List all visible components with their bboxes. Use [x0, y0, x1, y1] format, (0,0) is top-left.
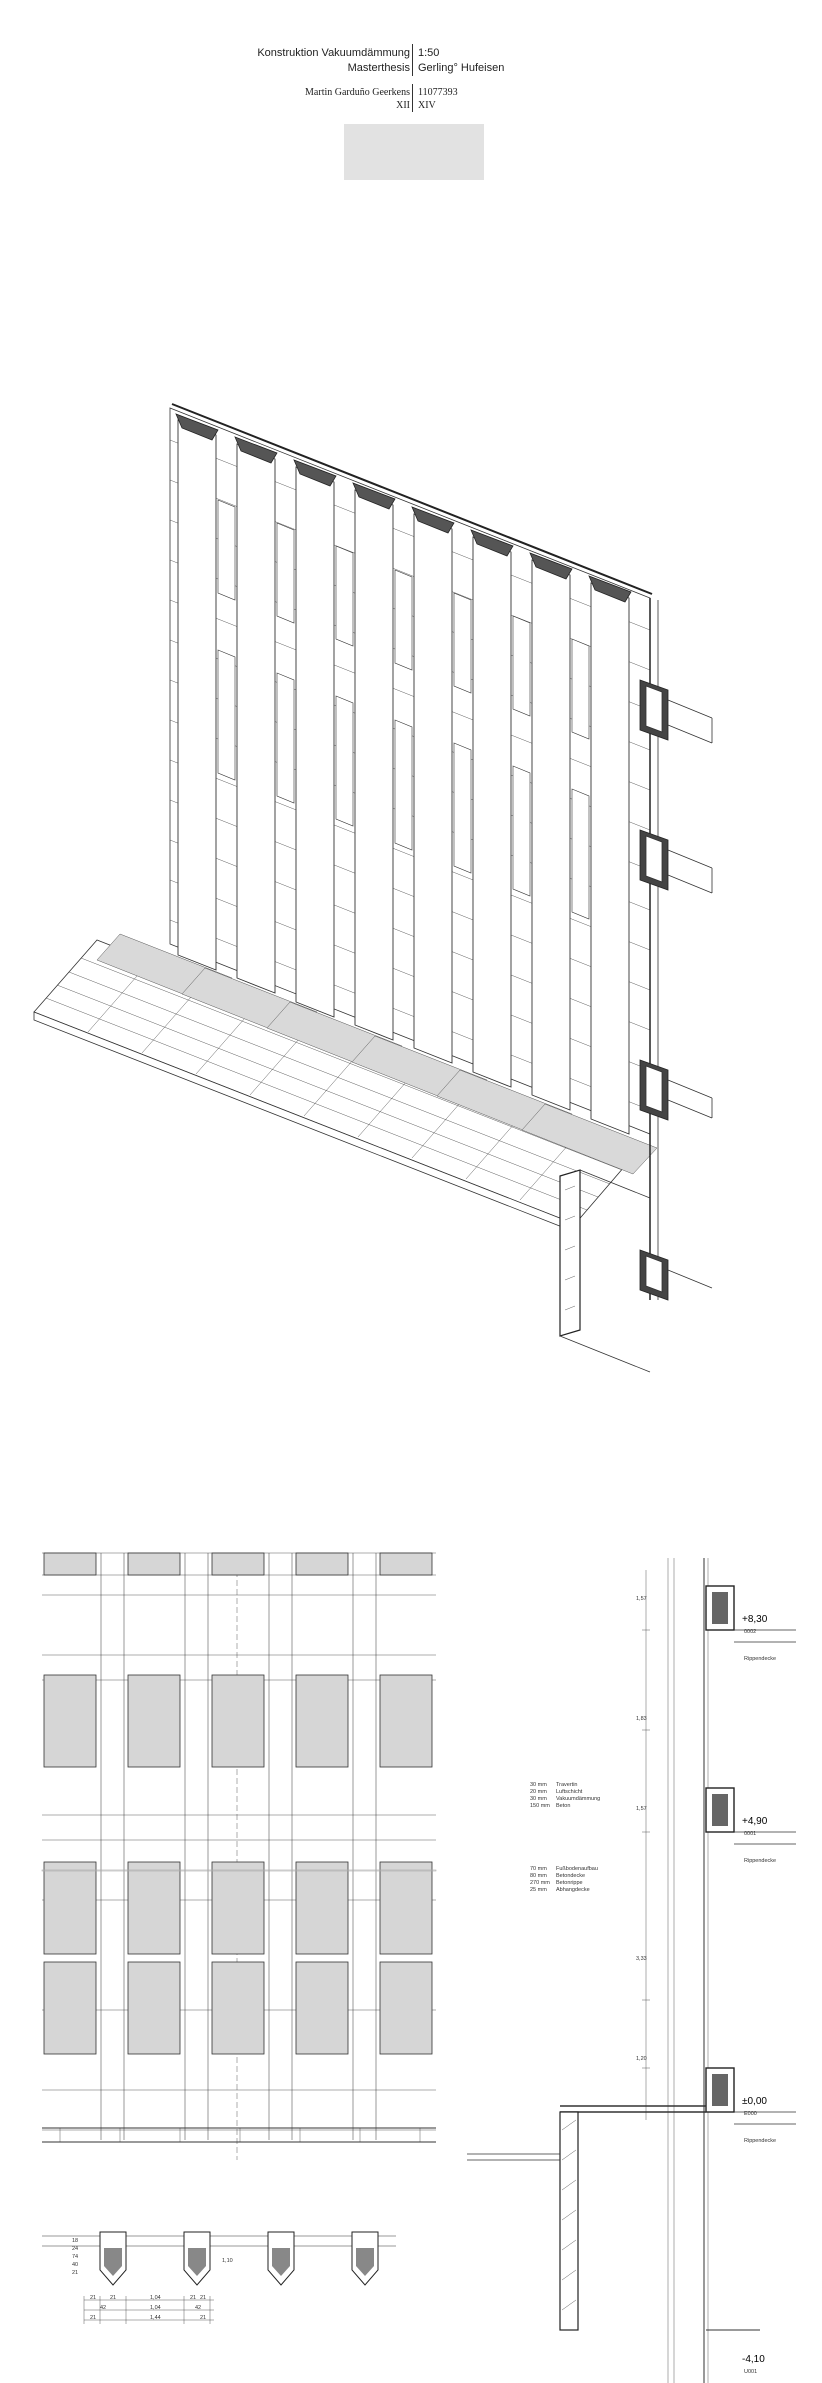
svg-text:21: 21 — [110, 2295, 116, 2301]
svg-text:21: 21 — [72, 2270, 78, 2276]
axo-section-cut — [639, 598, 713, 1301]
wall-section — [467, 1558, 796, 2383]
level-code: 0001 — [744, 1831, 756, 1837]
svg-text:40: 40 — [72, 2262, 78, 2268]
facade-windows — [217, 499, 590, 920]
svg-text:1,44: 1,44 — [150, 2315, 161, 2321]
svg-text:74: 74 — [72, 2254, 78, 2260]
svg-text:42: 42 — [195, 2305, 201, 2311]
svg-text:25 mm: 25 mm — [530, 1887, 547, 1893]
page-number-left: XII — [396, 100, 410, 111]
drawing-scale: 1:50 — [418, 47, 440, 59]
svg-text:21: 21 — [90, 2315, 96, 2321]
level-value: ±0,00 — [742, 2096, 767, 2107]
section-slabs — [705, 1585, 735, 2113]
level-value: -4,10 — [742, 2354, 765, 2365]
pilaster-caps — [175, 413, 632, 603]
svg-text:21: 21 — [90, 2295, 96, 2301]
svg-text:Luftschicht: Luftschicht — [556, 1789, 583, 1795]
building-name: Gerling° Hufeisen — [418, 62, 505, 74]
svg-text:21: 21 — [190, 2295, 196, 2301]
svg-text:1,20: 1,20 — [636, 2056, 647, 2062]
svg-text:18: 18 — [72, 2238, 78, 2244]
svg-text:Fußbodenaufbau: Fußbodenaufbau — [556, 1866, 598, 1872]
student-number: 11077393 — [418, 87, 458, 98]
section-annotations: +8,30 0002 Rippendecke +4,90 0001 Rippen… — [530, 1596, 776, 2375]
page-number-right: XIV — [418, 100, 436, 111]
svg-text:1,04: 1,04 — [150, 2295, 161, 2301]
svg-text:20 mm: 20 mm — [530, 1789, 547, 1795]
slab-label: Rippendecke — [744, 1858, 776, 1864]
svg-text:Vakuumdämmung: Vakuumdämmung — [556, 1796, 600, 1802]
svg-text:1,57: 1,57 — [636, 1596, 647, 1602]
svg-text:1,04: 1,04 — [150, 2305, 161, 2311]
paving-bays — [96, 933, 658, 1175]
svg-text:Beton: Beton — [556, 1803, 570, 1809]
plan-pilasters — [99, 2231, 379, 2286]
basement-wall — [559, 1169, 651, 1373]
roof-coping — [171, 403, 653, 595]
svg-text:30 mm: 30 mm — [530, 1782, 547, 1788]
slab-label: Rippendecke — [744, 2138, 776, 2144]
plan-detail — [42, 2231, 396, 2324]
svg-text:150 mm: 150 mm — [530, 1803, 550, 1809]
svg-text:30 mm: 30 mm — [530, 1796, 547, 1802]
svg-text:270 mm: 270 mm — [530, 1880, 550, 1886]
drawing-title: Konstruktion Vakuumdämmung — [257, 47, 410, 59]
slab-label: Rippendecke — [744, 1656, 776, 1662]
stamp-placeholder — [344, 124, 484, 180]
plan-hatching — [104, 2248, 374, 2276]
level-value: +4,90 — [742, 1816, 768, 1827]
svg-text:21: 21 — [200, 2315, 206, 2321]
svg-text:3,33: 3,33 — [636, 1956, 647, 1962]
plan-dimensions: 21 21 1,04 21 21 42 1,04 42 21 1,44 21 1… — [72, 2238, 233, 2321]
svg-text:24: 24 — [72, 2246, 78, 2252]
svg-text:21: 21 — [200, 2295, 206, 2301]
level-code: U001 — [744, 2369, 757, 2375]
title-divider — [412, 44, 413, 76]
meta-divider — [412, 84, 413, 112]
svg-text:1,10: 1,10 — [222, 2258, 233, 2264]
svg-text:Betondecke: Betondecke — [556, 1873, 585, 1879]
svg-text:1,83: 1,83 — [636, 1716, 647, 1722]
svg-text:Travertin: Travertin — [556, 1782, 578, 1788]
author-name: Martin Garduño Geerkens — [305, 87, 410, 98]
level-code: 0002 — [744, 1629, 756, 1635]
elevation-windows — [43, 1552, 433, 2055]
svg-text:1,57: 1,57 — [636, 1806, 647, 1812]
svg-text:Abhangdecke: Abhangdecke — [556, 1887, 590, 1893]
svg-text:70 mm: 70 mm — [530, 1866, 547, 1872]
svg-text:42: 42 — [100, 2305, 106, 2311]
pilasters — [177, 419, 630, 1135]
facade-elevation — [41, 1552, 437, 2160]
drawing-subtitle: Masterthesis — [347, 62, 410, 74]
level-value: +8,30 — [742, 1614, 768, 1625]
level-code: E000 — [744, 2111, 757, 2117]
svg-text:Betonrippe: Betonrippe — [556, 1880, 583, 1886]
svg-text:80 mm: 80 mm — [530, 1873, 547, 1879]
